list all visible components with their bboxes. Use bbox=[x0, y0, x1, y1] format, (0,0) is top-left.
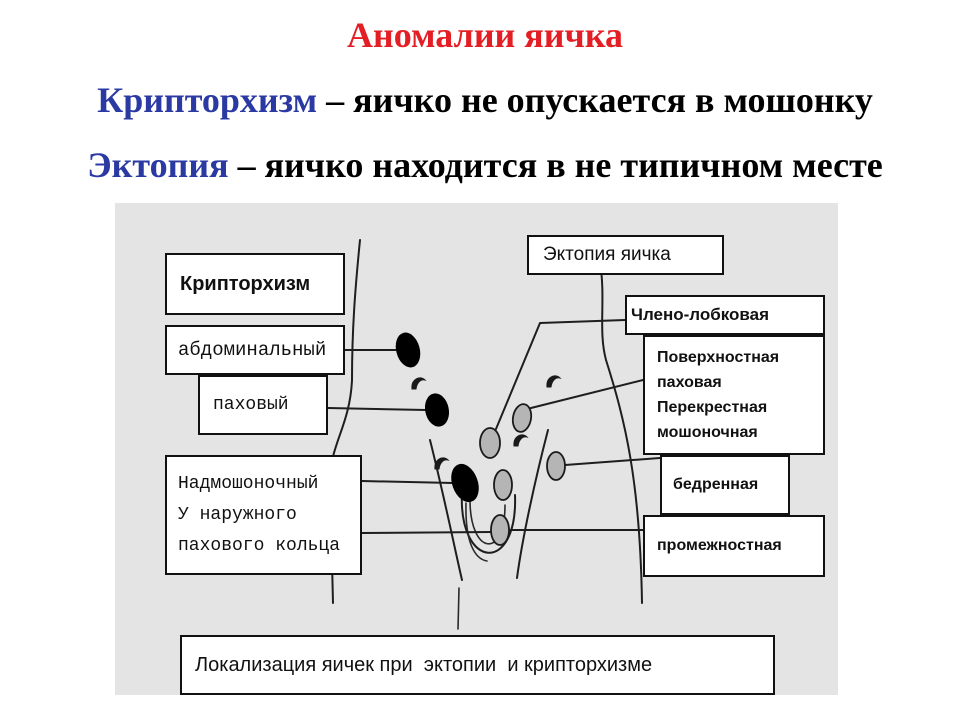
label-suprascrotal-line: У наружного bbox=[178, 504, 297, 525]
definition-text-cryptorchidism: – яичко не опускается в мошонку bbox=[317, 80, 873, 120]
label-box-inguinal: паховый bbox=[198, 375, 328, 435]
testis-ectopic-position bbox=[511, 403, 533, 433]
definition-cryptorchidism: Крипторхизм – яичко не опускается в мошо… bbox=[10, 80, 960, 120]
cryptorchidism-heading: Крипторхизм bbox=[180, 272, 311, 295]
inguinal-ring-mark bbox=[513, 434, 529, 447]
definition-ectopia: Эктопия – яичко находится в не типичном … bbox=[10, 145, 960, 185]
label-box-superficial: Поверхностная паховая Перекрестная мошон… bbox=[643, 335, 825, 455]
figure-caption-box: Локализация яичек при эктопии и крипторх… bbox=[180, 635, 775, 695]
thigh-line-right bbox=[516, 429, 549, 579]
definition-text-ectopia: – яичко находится в не типичном месте bbox=[228, 145, 883, 185]
label-penopubic: Члено-лобковая bbox=[631, 305, 770, 324]
testis-cryptorchid-suprascrotal bbox=[451, 463, 479, 503]
connector-line-external-ring bbox=[361, 531, 492, 534]
thigh-line-left bbox=[429, 439, 463, 581]
inguinal-ring-mark bbox=[411, 377, 427, 390]
label-suprascrotal-line: пахового кольца bbox=[178, 535, 341, 556]
connector-line-femoral bbox=[564, 457, 661, 466]
label-femoral: бедренная bbox=[673, 476, 759, 493]
term-cryptorchidism: Крипторхизм bbox=[97, 80, 318, 120]
label-suprascrotal-line: Надмошоночный bbox=[178, 473, 319, 494]
testis-ectopic-position bbox=[546, 451, 566, 481]
label-superficial-line: Перекрестная bbox=[657, 399, 768, 416]
testis-cryptorchid-abdominal bbox=[395, 332, 421, 368]
scrotum-outline bbox=[460, 491, 517, 554]
scrotum-inner-line bbox=[465, 502, 488, 562]
connector-line-suprascrotal bbox=[361, 480, 454, 484]
connector-line-penopubic bbox=[495, 319, 626, 430]
label-superficial-line: мошоночная bbox=[657, 424, 758, 441]
label-superficial-line: Поверхностная bbox=[657, 349, 780, 366]
testis-localization-figure: Крипторхизм абдоминальный паховый Надмош… bbox=[115, 203, 838, 695]
label-box-penopubic: Члено-лобковая bbox=[625, 295, 825, 335]
body-outline-right bbox=[599, 261, 643, 604]
label-inguinal: паховый bbox=[213, 395, 289, 415]
inguinal-ring-mark bbox=[546, 375, 562, 388]
inguinal-ring-mark bbox=[434, 457, 450, 470]
connector-line-inguinal bbox=[327, 407, 427, 411]
label-box-femoral: бедренная bbox=[660, 455, 790, 515]
label-box-suprascrotal: Надмошоночный У наружного пахового кольц… bbox=[165, 455, 362, 575]
ectopia-heading: Эктопия яичка bbox=[543, 244, 671, 265]
testis-ectopic-position bbox=[493, 469, 513, 501]
testis-cryptorchid-inguinal bbox=[424, 393, 450, 427]
label-box-ectopia: Эктопия яичка bbox=[527, 235, 724, 275]
figure-caption: Локализация яичек при эктопии и крипторх… bbox=[195, 653, 653, 676]
label-abdominal: абдоминальный bbox=[178, 339, 327, 361]
label-box-perineal: промежностная bbox=[643, 515, 825, 577]
connector-line-superficial bbox=[530, 379, 644, 409]
label-box-cryptorchidism: Крипторхизм bbox=[165, 253, 345, 315]
slide-title: Аномалии яичка bbox=[346, 15, 624, 55]
testis-ectopic-position bbox=[490, 514, 510, 546]
testis-ectopic-position bbox=[479, 427, 501, 459]
midline-tick bbox=[457, 587, 460, 630]
label-perineal: промежностная bbox=[657, 537, 782, 554]
label-superficial-line: паховая bbox=[657, 374, 722, 391]
label-box-abdominal: абдоминальный bbox=[165, 325, 345, 375]
anatomy-drawing bbox=[327, 239, 661, 630]
term-ectopia: Эктопия bbox=[87, 145, 229, 185]
